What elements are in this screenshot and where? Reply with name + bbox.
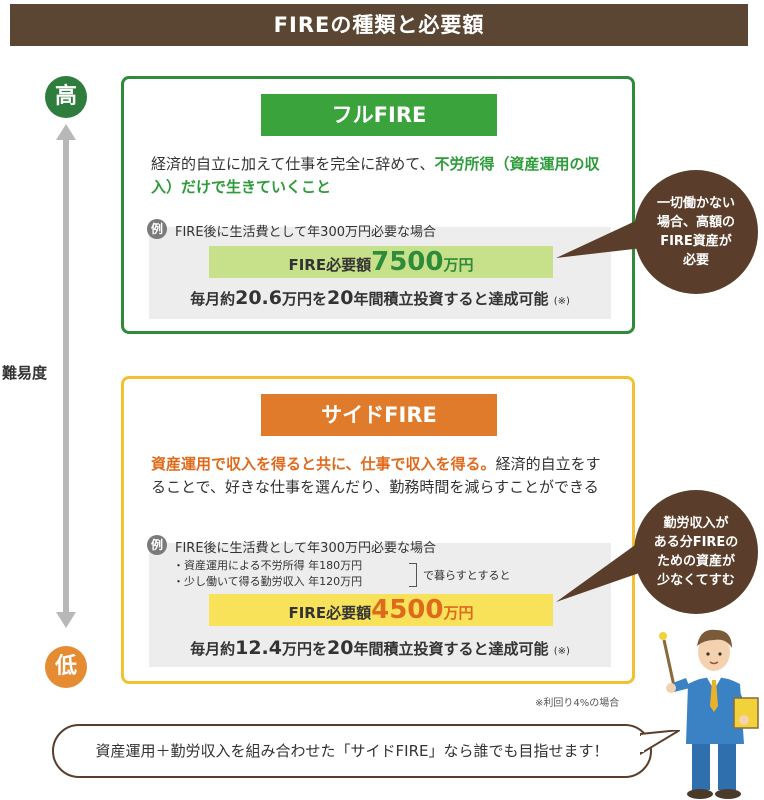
arrow-up-icon [56, 124, 76, 140]
required-amount-number: 7500 [371, 247, 444, 277]
side-fire-income-item: ・資産運用による不労所得 年180万円 [173, 559, 363, 572]
side-fire-panel: サイドFIRE 資産運用で収入を得ると共に、仕事で収入を得る。経済的自立をするこ… [121, 376, 635, 684]
achieve-suffix: 年間積立投資すると達成可能 [353, 640, 549, 658]
full-fire-example-condition: FIRE後に生活費として年300万円必要な場合 [175, 225, 436, 240]
bracket-shape [409, 563, 417, 587]
full-fire-title: フルFIRE [261, 94, 497, 136]
achieve-suffix: 年間積立投資すると達成可能 [353, 290, 549, 308]
bubble-tail-side [556, 540, 642, 602]
bottom-message-bubble: 資産運用＋勤労収入を組み合わせた「サイドFIRE」なら誰でも目指せます！ [52, 724, 652, 778]
full-fire-desc-highlight: 不労所得（資産運用の収入）だけで生きていくこと [151, 155, 600, 196]
required-label: FIRE必要額 [288, 256, 372, 274]
side-fire-income-item: ・少し働いて得る勤労収入 年120万円 [173, 575, 363, 588]
side-fire-example: 例 FIRE後に生活費として年300万円必要な場合 ・資産運用による不労所得 年… [147, 535, 611, 667]
difficulty-axis-label: 難易度 [2, 358, 48, 387]
required-amount-number: 4500 [371, 595, 444, 625]
full-fire-achieve-text: 毎月約20.6万円を20年間積立投資すると達成可能 (※) [149, 287, 611, 309]
full-fire-example: 例 FIRE後に生活費として年300万円必要な場合 FIRE必要額7500万円 … [147, 219, 611, 319]
footnote: ※利回り4%の場合 [535, 698, 620, 709]
side-fire-desc-highlight: 資産運用で収入を得ると共に、仕事で収入を得る。 [151, 455, 496, 473]
bottom-bubble-tail [640, 730, 680, 756]
side-fire-achieve-text: 毎月約12.4万円を20年間積立投資すると達成可能 (※) [149, 637, 611, 659]
difficulty-low-badge: 低 [45, 646, 87, 688]
achieve-mid: 万円を [282, 640, 328, 658]
required-amount-unit: 万円 [443, 256, 474, 274]
difficulty-axis-line [63, 134, 69, 618]
side-fire-title: サイドFIRE [261, 394, 497, 436]
example-badge: 例 [147, 219, 167, 239]
achieve-note: (※) [553, 296, 570, 307]
full-fire-desc-normal: 経済的自立に加えて仕事を完全に辞めて、 [151, 155, 435, 173]
achieve-years: 20 [327, 287, 354, 309]
example-badge: 例 [147, 535, 167, 555]
presenter-illustration [659, 629, 759, 799]
arrow-down-icon [56, 612, 76, 628]
side-fire-example-condition: FIRE後に生活費として年300万円必要な場合 [175, 541, 436, 556]
required-amount-unit: 万円 [443, 604, 474, 622]
side-fire-description: 資産運用で収入を得ると共に、仕事で収入を得る。経済的自立をすることで、好きな仕事… [151, 453, 611, 499]
difficulty-high-badge: 高 [45, 76, 87, 118]
achieve-mid: 万円を [282, 290, 328, 308]
full-fire-description: 経済的自立に加えて仕事を完全に辞めて、不労所得（資産運用の収入）だけで生きていく… [151, 153, 611, 199]
achieve-monthly: 12.4 [235, 637, 282, 659]
required-label: FIRE必要額 [288, 604, 372, 622]
achieve-years: 20 [327, 637, 354, 659]
side-fire-list-suffix: で暮らすとすると [423, 569, 511, 582]
achieve-note: (※) [553, 646, 570, 657]
side-fire-speech-bubble: 勤労収入が ある分FIREの ための資産が 少なくてすむ [634, 490, 758, 614]
full-fire-speech-bubble: 一切働かない 場合、高額の FIRE資産が 必要 [634, 170, 758, 294]
side-fire-required-amount: FIRE必要額4500万円 [209, 594, 553, 626]
side-fire-desc-normal: 経済的自立をすることで、好きな仕事を選んだり、勤務時間を減らすことができる [151, 455, 601, 496]
achieve-monthly: 20.6 [235, 287, 282, 309]
full-fire-panel: フルFIRE 経済的自立に加えて仕事を完全に辞めて、不労所得（資産運用の収入）だ… [121, 76, 635, 334]
achieve-prefix: 毎月約 [190, 640, 236, 658]
full-fire-required-amount: FIRE必要額7500万円 [209, 246, 553, 278]
achieve-prefix: 毎月約 [190, 290, 236, 308]
page-title: FIREの種類と必要額 [10, 4, 748, 46]
bubble-tail-full [556, 218, 642, 258]
